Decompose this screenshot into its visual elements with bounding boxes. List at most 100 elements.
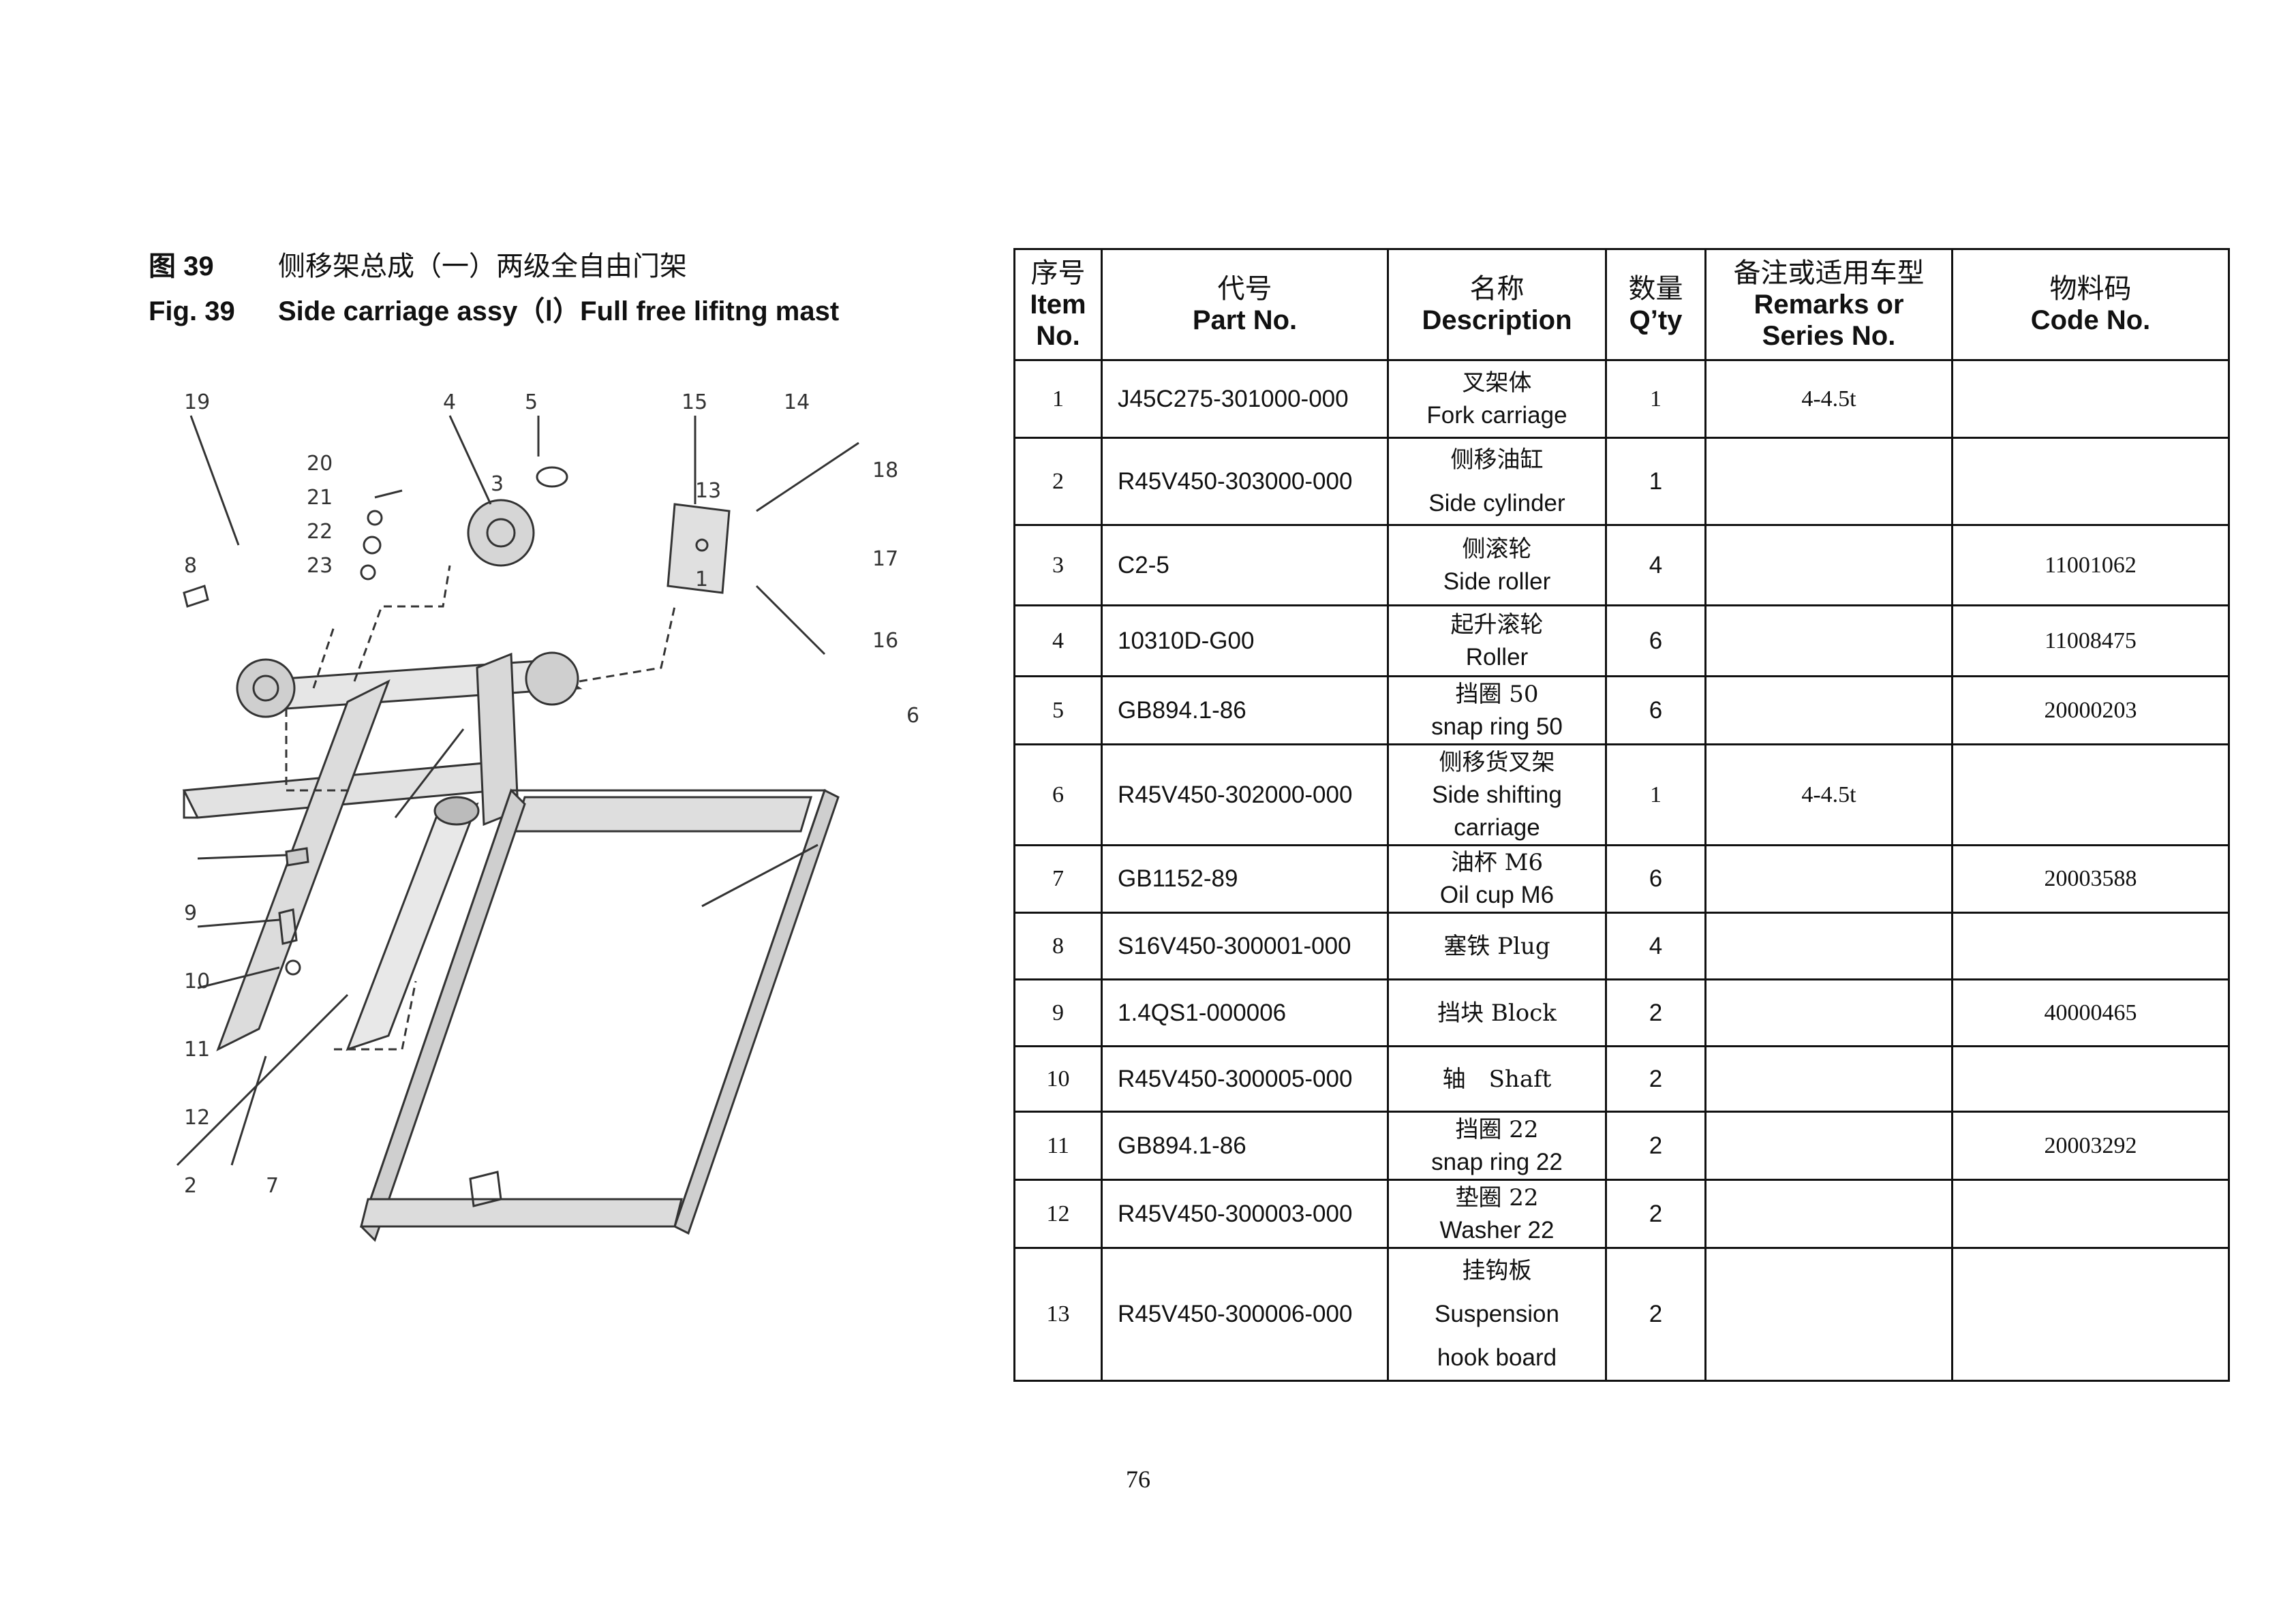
cell-description: 挡块 Block xyxy=(1387,978,1607,1047)
cell-part-no: GB894.1-86 xyxy=(1101,1111,1389,1181)
cell-code-no xyxy=(1951,1179,2230,1249)
cell-item: 11 xyxy=(1013,1111,1103,1181)
cell-item: 9 xyxy=(1013,978,1103,1047)
cell-code-no xyxy=(1951,1247,2230,1382)
callout-label: 9 xyxy=(184,901,197,925)
cell-code-no xyxy=(1951,912,2230,980)
cell-item: 7 xyxy=(1013,844,1103,914)
cell-qty: 4 xyxy=(1605,912,1706,980)
cell-qty: 2 xyxy=(1605,1045,1706,1113)
cell-part-no: S16V450-300001-000 xyxy=(1101,912,1389,980)
figure-label-en: Fig. 39 xyxy=(149,296,235,326)
cell-item: 6 xyxy=(1013,743,1103,846)
cell-qty: 1 xyxy=(1605,359,1706,439)
cell-item: 1 xyxy=(1013,359,1103,439)
callout-label: 17 xyxy=(872,547,898,571)
cell-part-no: GB894.1-86 xyxy=(1101,675,1389,745)
cell-description: 轴 Shaft xyxy=(1387,1045,1607,1113)
cell-part-no: GB1152-89 xyxy=(1101,844,1389,914)
callout-label: 20 xyxy=(307,452,333,476)
cell-qty: 4 xyxy=(1605,524,1706,606)
cell-code-no: 11008475 xyxy=(1951,604,2230,677)
cell-item: 5 xyxy=(1013,675,1103,745)
callout-label: 16 xyxy=(872,629,898,653)
cell-code-no xyxy=(1951,359,2230,439)
cell-code-no: 20000203 xyxy=(1951,675,2230,745)
cell-code-no: 20003292 xyxy=(1951,1111,2230,1181)
callout-label: 14 xyxy=(784,390,810,414)
cell-part-no: R45V450-303000-000 xyxy=(1101,437,1389,526)
callout-label: 12 xyxy=(184,1106,210,1130)
cell-item: 12 xyxy=(1013,1179,1103,1249)
cell-part-no: R45V450-300003-000 xyxy=(1101,1179,1389,1249)
cell-part-no: R45V450-300006-000 xyxy=(1101,1247,1389,1382)
cell-item: 4 xyxy=(1013,604,1103,677)
callout-label: 18 xyxy=(872,459,898,482)
figure-title-cn-text: 侧移架总成（一）两级全自由门架 xyxy=(278,251,687,282)
page-number: 76 xyxy=(1126,1466,1150,1493)
callout-label: 3 xyxy=(491,472,504,496)
cell-remarks xyxy=(1704,675,1953,745)
cell-code-no: 40000465 xyxy=(1951,978,2230,1047)
cell-remarks xyxy=(1704,1111,1953,1181)
callout-label: 6 xyxy=(906,704,919,728)
cell-item: 2 xyxy=(1013,437,1103,526)
figure-title-cn: 图 39 侧移架总成（一）两级全自由门架 xyxy=(149,244,839,289)
callout-label: 13 xyxy=(695,479,721,503)
callout-label: 15 xyxy=(682,390,707,414)
callout-label: 5 xyxy=(525,390,538,414)
cell-part-no: J45C275-301000-000 xyxy=(1101,359,1389,439)
exploded-assembly-drawing: 19 4 5 15 14 20 21 22 23 3 13 18 8 17 16… xyxy=(176,390,919,1242)
cell-code-no: 11001062 xyxy=(1951,524,2230,606)
cell-remarks xyxy=(1704,912,1953,980)
table-row: 9 1.4QS1-000006 挡块 Block 2 40000465 xyxy=(1013,978,2230,1047)
figure-title-en-text: Side carriage assy（Ⅰ）Full free lifitng m… xyxy=(278,296,840,326)
cell-code-no xyxy=(1951,437,2230,526)
cell-part-no: R45V450-302000-000 xyxy=(1101,743,1389,846)
callout-label: 11 xyxy=(184,1038,210,1062)
cell-qty: 6 xyxy=(1605,844,1706,914)
cell-code-no xyxy=(1951,743,2230,846)
cell-remarks xyxy=(1704,524,1953,606)
cell-remarks: 4-4.5t xyxy=(1704,743,1953,846)
cell-part-no: C2-5 xyxy=(1101,524,1389,606)
callout-label: 19 xyxy=(184,390,210,414)
callout-label: 22 xyxy=(307,520,333,544)
cell-remarks xyxy=(1704,437,1953,526)
cell-item: 13 xyxy=(1013,1247,1103,1382)
cell-part-no: 1.4QS1-000006 xyxy=(1101,978,1389,1047)
table-row: 10 R45V450-300005-000 轴 Shaft 2 xyxy=(1013,1045,2230,1113)
callout-label: 1 xyxy=(695,568,708,591)
callout-label: 21 xyxy=(307,486,333,510)
cell-item: 3 xyxy=(1013,524,1103,606)
cell-qty: 2 xyxy=(1605,1179,1706,1249)
figure-label-cn: 图 39 xyxy=(149,251,214,281)
cell-remarks xyxy=(1704,978,1953,1047)
cell-qty: 2 xyxy=(1605,1247,1706,1382)
callout-label: 23 xyxy=(307,554,333,578)
cell-item: 10 xyxy=(1013,1045,1103,1113)
